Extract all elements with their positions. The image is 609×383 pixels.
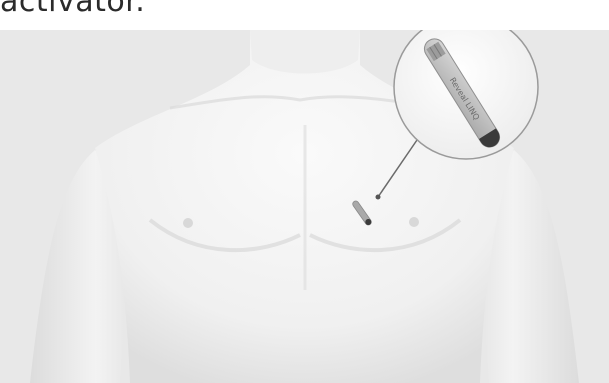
left-nipple	[183, 218, 193, 228]
leader-dot	[376, 195, 381, 200]
torso-illustration: Reveal LINQ	[0, 30, 609, 383]
neck	[250, 30, 360, 74]
caption-text: activator.	[0, 0, 145, 22]
right-nipple	[409, 217, 419, 227]
